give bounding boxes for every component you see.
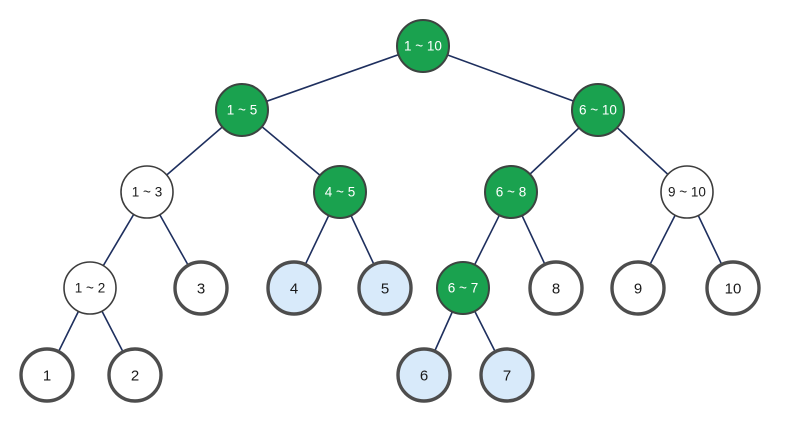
tree-node-10: 10 [705, 260, 761, 316]
node-circle-9 [610, 260, 666, 316]
tree-node-3: 3 [173, 260, 229, 316]
tree-node-4: 4 [266, 260, 322, 316]
tree-node-8: 8 [528, 260, 584, 316]
tree-node-1-2: 1 ~ 2 [63, 261, 117, 315]
node-circle-1-10 [396, 19, 450, 73]
tree-nodes: 1 ~ 10 1 ~ 5 6 ~ 10 1 ~ 3 4 ~ 5 6 ~ 8 9 ~ 10 1 … [19, 19, 761, 403]
node-circle-8 [528, 260, 584, 316]
node-circle-1-5 [215, 83, 269, 137]
tree-node-6-7: 6 ~ 7 [436, 261, 490, 315]
node-circle-2 [107, 347, 163, 403]
node-circle-6-7 [436, 261, 490, 315]
tree-node-6-10: 6 ~ 10 [571, 83, 625, 137]
tree-node-6-8: 6 ~ 8 [484, 165, 538, 219]
node-circle-1-3 [120, 165, 174, 219]
tree-node-1: 1 [19, 347, 75, 403]
tree-node-1-3: 1 ~ 3 [120, 165, 174, 219]
tree-node-9: 9 [610, 260, 666, 316]
tree-node-2: 2 [107, 347, 163, 403]
node-circle-9-10 [660, 165, 714, 219]
node-circle-3 [173, 260, 229, 316]
node-circle-1-2 [63, 261, 117, 315]
node-circle-6 [396, 347, 452, 403]
tree-node-4-5: 4 ~ 5 [313, 165, 367, 219]
tree-edge-1_10-to-1_5 [241, 45, 424, 111]
tree-node-9-10: 9 ~ 10 [660, 165, 714, 219]
node-circle-5 [357, 260, 413, 316]
node-circle-6-10 [571, 83, 625, 137]
node-circle-10 [705, 260, 761, 316]
node-circle-6-8 [484, 165, 538, 219]
tree-edge-1_10-to-6_10 [422, 45, 599, 111]
tree-node-7: 7 [479, 347, 535, 403]
node-circle-7 [479, 347, 535, 403]
tree-node-6: 6 [396, 347, 452, 403]
node-circle-4-5 [313, 165, 367, 219]
node-circle-1 [19, 347, 75, 403]
node-circle-4 [266, 260, 322, 316]
tree-node-1-5: 1 ~ 5 [215, 83, 269, 137]
tree-node-1-10: 1 ~ 10 [396, 19, 450, 73]
tree-node-5: 5 [357, 260, 413, 316]
